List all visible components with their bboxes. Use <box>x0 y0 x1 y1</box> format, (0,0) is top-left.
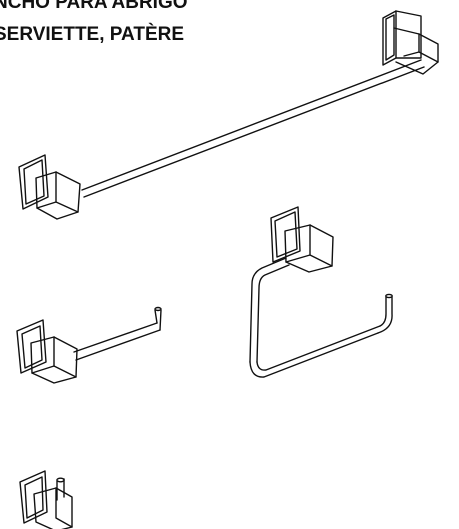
robe-hook-drawing <box>19 470 73 529</box>
towel-bar-drawing <box>18 10 439 220</box>
paper-holder-ring-drawing <box>249 206 393 378</box>
towel-bar-rod-bottom <box>83 66 425 198</box>
paper-holder-ring-mount <box>270 206 334 273</box>
paper-holder-arm-drawing <box>16 306 162 384</box>
paper-holder-arm-mount <box>16 319 78 384</box>
caption-line-2: SERVIETTE, PATÈRE <box>0 24 185 45</box>
towel-bar-rod-top <box>81 59 422 191</box>
caption-line-1: NCHO PARA ABRIGO <box>0 0 188 13</box>
robe-hook-mount <box>19 470 73 529</box>
towel-bar-right-mount <box>382 10 439 75</box>
towel-bar-left-mount <box>18 154 81 220</box>
